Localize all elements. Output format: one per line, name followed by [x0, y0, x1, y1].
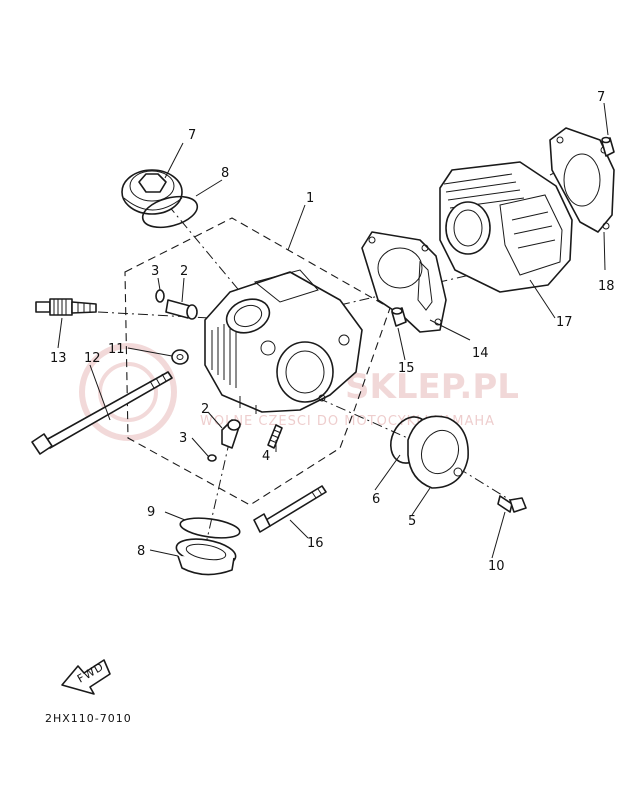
dowel-pin	[391, 307, 407, 327]
callout-1: 1	[306, 191, 314, 206]
o-ring-upper	[141, 195, 199, 229]
callout-16: 17	[556, 315, 573, 330]
callout-2-lower: 2	[201, 402, 209, 417]
callout-10: 11	[108, 342, 125, 357]
watermark-brand: SKLEP.PL	[345, 367, 519, 407]
leader-lines	[57, 102, 609, 559]
callout-17: 18	[598, 279, 615, 294]
head-bolt	[253, 485, 327, 533]
callout-8-lower: 9	[147, 505, 155, 520]
callout-9: 10	[488, 559, 505, 574]
callout-15: 16	[307, 536, 324, 551]
tappet-cover-upper	[121, 169, 183, 215]
valve-guide-upper	[165, 299, 198, 320]
clip-upper	[155, 289, 165, 303]
callout-3-upper: 3	[151, 264, 159, 279]
o-ring-lower	[179, 517, 241, 539]
tappet-cover-lower	[175, 538, 237, 576]
clip-lower	[207, 454, 217, 462]
pin	[601, 136, 615, 157]
callout-11: 12	[84, 351, 101, 366]
assembly-outline	[124, 217, 391, 506]
callout-6: 6	[372, 492, 380, 507]
callout-7-lower: 8	[137, 544, 145, 559]
long-bolt	[31, 371, 173, 455]
valve-guide-lower	[221, 419, 241, 449]
cylinder	[439, 161, 573, 293]
diagram-code: 2HX110-7010	[45, 712, 132, 725]
callout-8-upper: 8	[221, 166, 229, 181]
callout-4: 4	[262, 449, 270, 464]
cover-bolt	[497, 495, 527, 513]
callout-2-upper: 2	[180, 264, 188, 279]
callout-12: 13	[50, 351, 67, 366]
callout-3-lower: 3	[179, 431, 187, 446]
forward-arrow-icon: FWD	[61, 659, 111, 695]
spark-plug	[35, 298, 97, 316]
callout-13: 14	[472, 346, 489, 361]
side-cover	[407, 415, 469, 489]
callout-14: 15	[398, 361, 415, 376]
base-gasket	[549, 127, 615, 233]
callout-18: 7	[597, 90, 605, 105]
center-line-lower-cap	[204, 429, 233, 549]
callout-5: 5	[408, 514, 416, 529]
callout-7-upper: 7	[188, 128, 196, 143]
cylinder-gasket	[361, 231, 447, 333]
center-line-bolt9	[457, 467, 511, 501]
cylinder-head	[204, 269, 363, 414]
washer	[171, 349, 189, 365]
